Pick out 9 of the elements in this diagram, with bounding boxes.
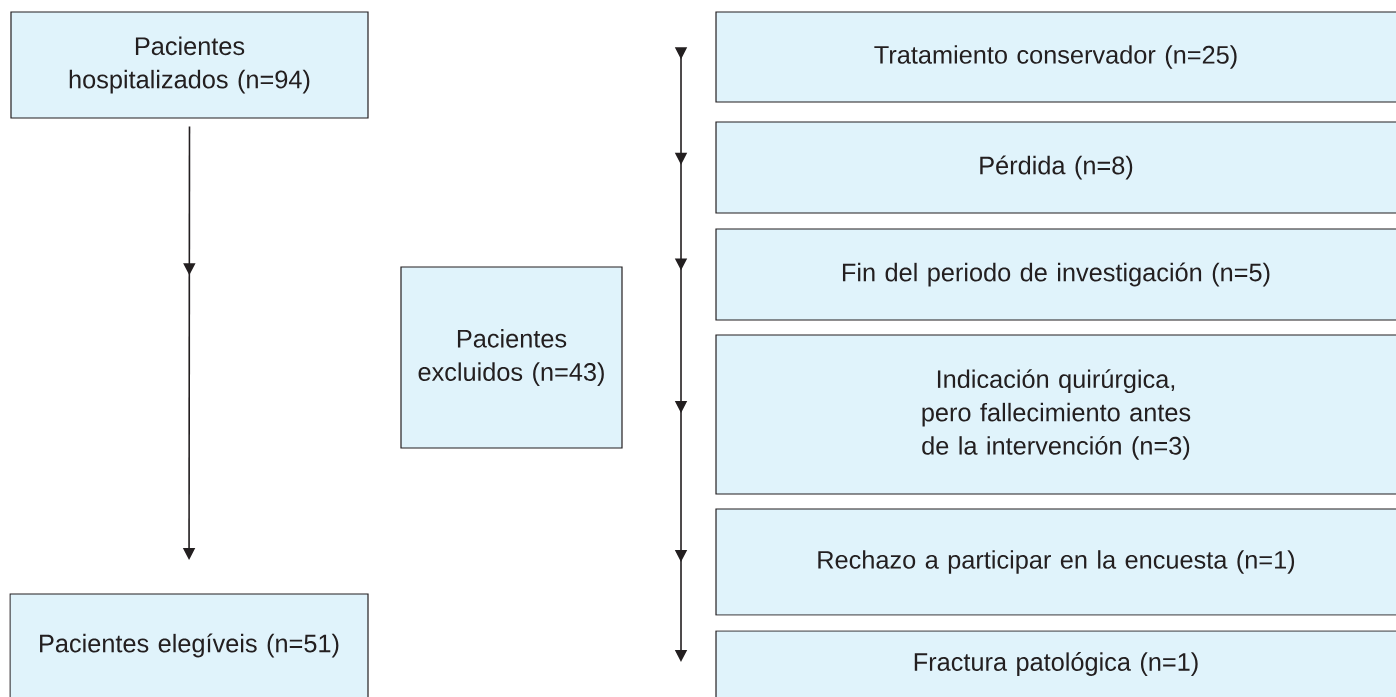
flow-box: Indicación quirúrgica, pero fallecimiento antes de la intervención (n=3) <box>715 334 1396 495</box>
flow-box: Rechazo a participar en la encuesta (n=1) <box>715 508 1396 616</box>
flow-box: Fractura patológica (n=1) <box>715 630 1396 697</box>
flow-box: Tratamiento conservador (n=25) <box>715 11 1396 103</box>
flow-box: Fin del periodo de investigación (n=5) <box>715 228 1396 321</box>
flow-box: Pérdida (n=8) <box>715 121 1396 214</box>
flow-box: Pacientes excluidos (n=43) <box>400 266 623 449</box>
flow-box: Pacientes hospitalizados (n=94) <box>10 11 369 119</box>
flow-box: Pacientes elegíveis (n=51) <box>9 593 369 697</box>
